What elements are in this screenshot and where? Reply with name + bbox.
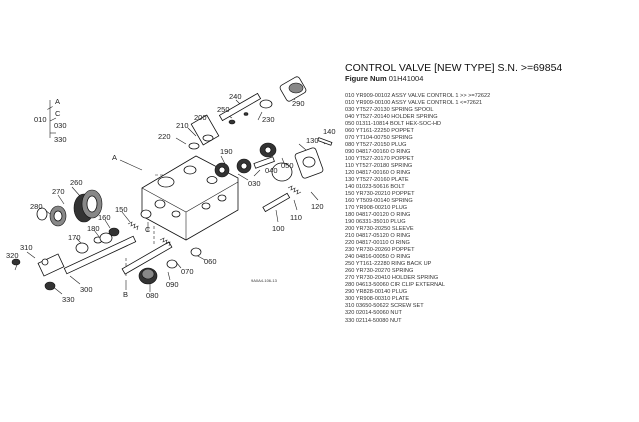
parts-panel: CONTROL VALVE [NEW TYPE] S.N. >=69854 Fi…: [345, 62, 635, 325]
parts-list-item[interactable]: 060 YT161-22250 POPPET: [345, 128, 414, 135]
parts-list-item[interactable]: 150 YR730-20210 POPPET: [345, 191, 415, 198]
parts-list-item[interactable]: 010 YR909-00102 ASSY VALVE CONTROL 1 >> …: [345, 93, 491, 99]
callout-220: 220: [158, 132, 171, 141]
legend-bracket: [47, 100, 57, 138]
callout-120: 120: [311, 202, 324, 211]
drawing-code: 9A0A4-106-13: [251, 278, 278, 283]
parts-list-item[interactable]: 240 04816-00050 O RING: [345, 254, 411, 261]
parts-list-item[interactable]: 200 YR730-20250 SLEEVE: [345, 226, 414, 233]
callout-290: 290: [292, 99, 305, 108]
callout-030a: 030: [54, 121, 67, 130]
callout-050: 050: [281, 161, 294, 170]
parts-list-item[interactable]: 250 YT161-22280 RING BACK UP: [345, 261, 432, 268]
callout-210: 210: [176, 121, 189, 130]
callout-140: 140: [323, 127, 336, 136]
figure-label: Figure Num: [345, 74, 387, 83]
callout-030b: 030: [248, 179, 261, 188]
parts-list-item[interactable]: 050 01311-10814 BOLT HEX-SOC-HD: [345, 121, 442, 128]
callout-330b: 330: [62, 295, 75, 304]
parts-list-item[interactable]: 010 YR909-00100 ASSY VALVE CONTROL 1 <=7…: [345, 100, 483, 107]
parts-list-item[interactable]: 270 YR730-20410 HOLDER SPRING: [345, 275, 439, 282]
callout-320: 320: [6, 251, 19, 260]
gear-parts: [214, 142, 277, 178]
callout-070: 070: [181, 267, 194, 276]
callout-200: 200: [194, 113, 207, 122]
parts-list-item[interactable]: 120 04817-00160 O RING: [345, 170, 411, 177]
spring-260: [36, 189, 103, 227]
callout-a-mid: A: [112, 153, 117, 162]
callout-b: B: [123, 290, 128, 299]
callout-330a: 330: [54, 135, 67, 144]
callout-080: 080: [146, 291, 159, 300]
callout-040: 040: [265, 166, 278, 175]
parts-list-item[interactable]: 320 02014-50060 NUT: [345, 310, 402, 317]
parts-list-item[interactable]: 220 04817-00110 O RING: [345, 240, 410, 247]
parts-list-item[interactable]: 160 YT509-00140 SPRING: [345, 198, 413, 205]
parts-list-item[interactable]: 330 02114-50080 NUT: [345, 317, 402, 324]
parts-list: 010 YR909-00102 ASSY VALVE CONTROL 1 >> …: [345, 93, 635, 325]
callout-170: 170: [68, 233, 81, 242]
page-title: CONTROL VALVE [NEW TYPE] S.N. >=69854: [345, 62, 563, 74]
figure-number: Figure Num 01H41004: [345, 74, 635, 84]
parts-list-item[interactable]: 280 04613-50060 CIR CLIP EXTERNAL: [345, 282, 446, 289]
callout-250: 250: [217, 105, 230, 114]
callout-100: 100: [272, 224, 285, 233]
parts-list-item[interactable]: 180 04817-00120 O RING: [345, 212, 411, 219]
callout-c-mid: C: [145, 225, 151, 234]
parts-list-item[interactable]: 070 YT104-00750 SPRING: [345, 135, 413, 142]
figure-number-value: 01H41004: [388, 74, 424, 83]
valve-body: [141, 155, 239, 241]
top-spool-assembly: [188, 76, 307, 150]
callout-190: 190: [220, 147, 233, 156]
callout-060: 060: [204, 257, 217, 266]
callout-240: 240: [229, 92, 242, 101]
poppet-100: [262, 185, 302, 213]
parts-list-item[interactable]: 190 06331-35010 PLUG: [345, 219, 406, 226]
parts-list-item[interactable]: 110 YT527-20180 SPRING: [345, 163, 413, 170]
parts-list-item[interactable]: 290 YR828-00140 PLUG: [345, 289, 408, 296]
poppet-060: [121, 237, 202, 285]
parts-list-item[interactable]: 210 04817-05120 O RING: [345, 233, 411, 240]
callout-300: 300: [80, 285, 93, 294]
parts-list-item[interactable]: 030 YT527-20130 SPRING SPOOL: [345, 107, 434, 114]
callout-260: 260: [70, 178, 83, 187]
callout-110: 110: [290, 213, 302, 222]
callout-c-top: C: [55, 109, 61, 118]
plate-130: [271, 137, 333, 182]
parts-list-item[interactable]: 300 YR908-00310 PLATE: [345, 296, 410, 303]
parts-list-item[interactable]: 170 YR908-00210 PLUG: [345, 205, 408, 212]
exploded-parts-diagram: 010 A C 030 330 240 250 200 210 220 230 …: [6, 76, 336, 304]
callout-270: 270: [52, 187, 65, 196]
parts-list-item[interactable]: 310 03650-50622 SCREW SET: [345, 303, 424, 310]
parts-list-item[interactable]: 100 YT527-20170 POPPET: [345, 156, 414, 163]
callout-150: 150: [115, 205, 128, 214]
callout-a-top: A: [55, 97, 60, 106]
callout-010: 010: [34, 115, 47, 124]
callout-160: 160: [98, 213, 111, 222]
callout-130: 130: [306, 136, 319, 145]
parts-list-item[interactable]: 140 01023-50616 BOLT: [345, 184, 405, 191]
parts-list-item[interactable]: 260 YR730-20270 SPRING: [345, 268, 414, 275]
callout-090: 090: [166, 280, 179, 289]
parts-list-item[interactable]: 230 YR730-20260 POPPET: [345, 247, 415, 254]
spool-bottom: [11, 232, 137, 291]
parts-list-item[interactable]: 080 YT527-20150 PLUG: [345, 142, 407, 149]
callout-280: 280: [30, 202, 43, 211]
callout-230: 230: [262, 115, 275, 124]
parts-list-item[interactable]: 040 YT527-20140 HOLDER SPRING: [345, 114, 438, 121]
parts-list-item[interactable]: 130 YT527-20160 PLATE: [345, 177, 409, 184]
callout-180: 180: [87, 224, 100, 233]
callout-labels: 010 A C 030 330 240 250 200 210 220 230 …: [6, 92, 336, 304]
callout-310: 310: [20, 243, 33, 252]
parts-list-item[interactable]: 090 04817-00160 O RING: [345, 149, 411, 156]
